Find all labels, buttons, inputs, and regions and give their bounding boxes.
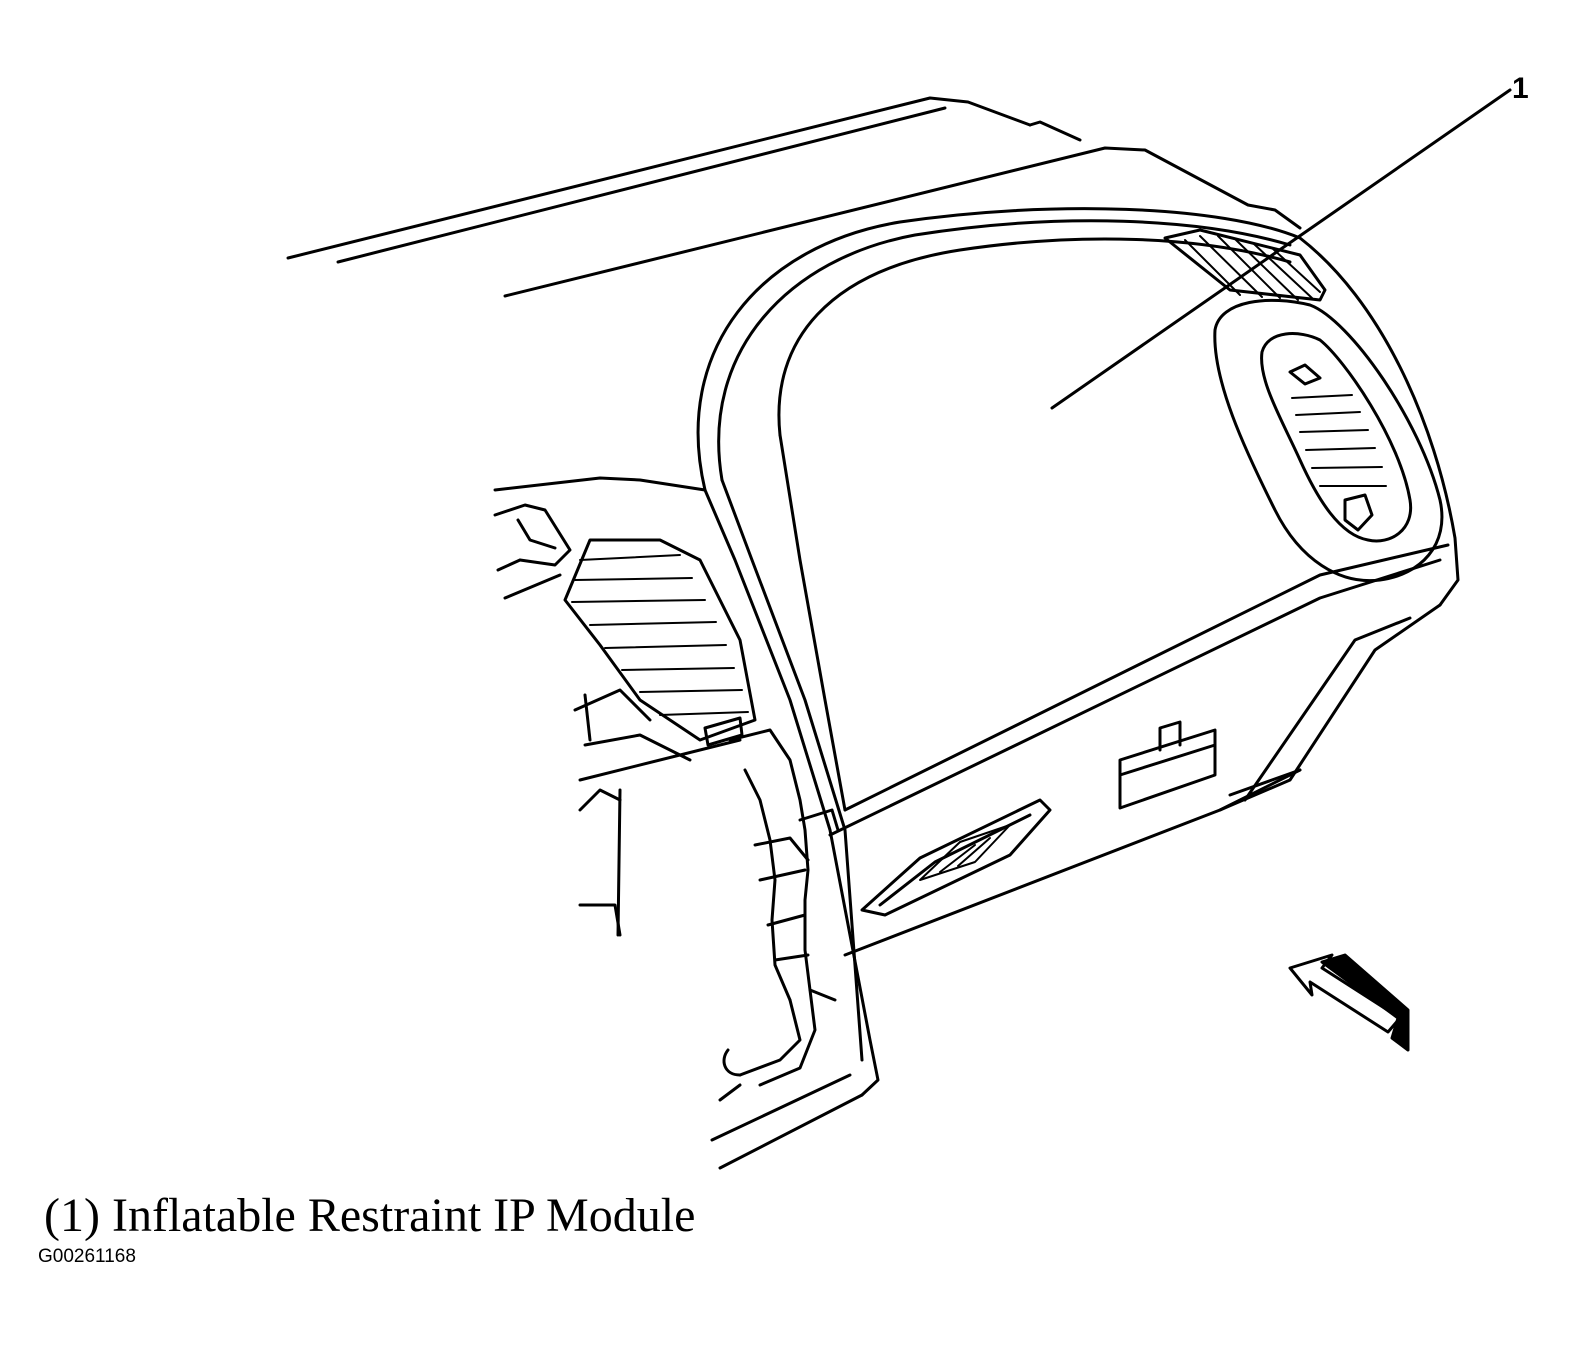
defroster-grille [1163, 228, 1327, 302]
airbag-door [777, 237, 1450, 837]
lower-panel [843, 603, 1442, 957]
right-air-vent [1213, 298, 1444, 583]
module-cover-bezel [696, 207, 1460, 1170]
callout-leader-line [1050, 88, 1512, 410]
figure-id: G00261168 [38, 1246, 136, 1267]
callout-number-1: 1 [1512, 72, 1529, 105]
figure-caption: (1) Inflatable Restraint IP Module [44, 1189, 696, 1242]
view-direction-arrow [1288, 953, 1410, 1052]
center-stack [493, 476, 757, 937]
lower-bracket [718, 728, 840, 1102]
dash-top-edges [286, 96, 1302, 298]
